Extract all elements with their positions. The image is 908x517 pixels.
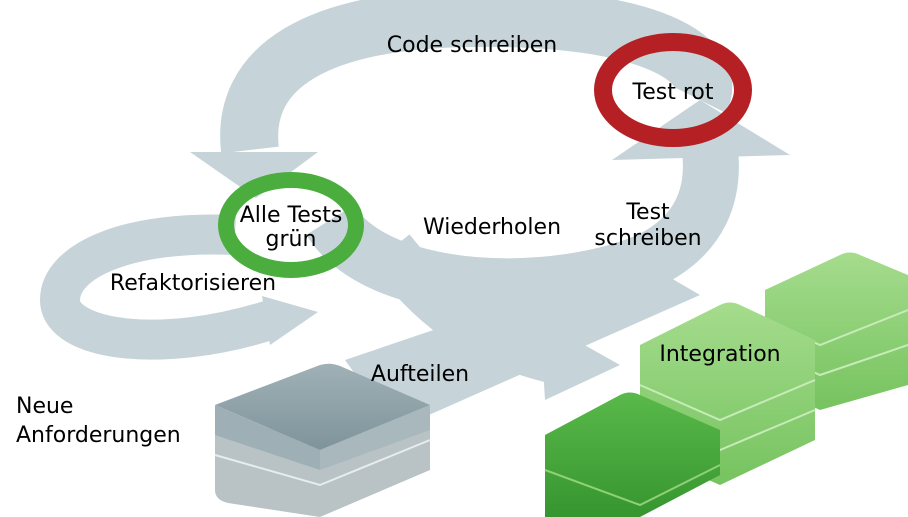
requirements-block-icon: [214, 363, 431, 517]
refaktorisieren-label: Refaktorisieren: [110, 271, 276, 296]
code-schreiben-label: Code schreiben: [387, 33, 557, 58]
alle-tests-label-line2: grün: [266, 227, 317, 252]
neue-anforderungen-label-line2: Anforderungen: [16, 423, 181, 448]
alle-tests-label-line1: Alle Tests: [240, 203, 343, 228]
aufteilen-label: Aufteilen: [371, 362, 469, 387]
wiederholen-label: Wiederholen: [423, 215, 561, 240]
test-schreiben-label-line2: schreiben: [594, 226, 701, 251]
test-schreiben-label-line1: Test: [625, 200, 670, 225]
integration-blocks-icon: [544, 252, 908, 517]
split-arrow-icon: [345, 234, 700, 430]
test-rot-label: Test rot: [632, 80, 714, 105]
tests-green-ring: [218, 172, 364, 278]
test-red-ring: [594, 33, 752, 147]
integration-label: Integration: [659, 342, 780, 367]
refactor-loop-arrow-icon: [39, 214, 318, 360]
neue-anforderungen-label-line1: Neue: [16, 394, 73, 419]
main-cycle-arrow-icon: [190, 0, 733, 198]
